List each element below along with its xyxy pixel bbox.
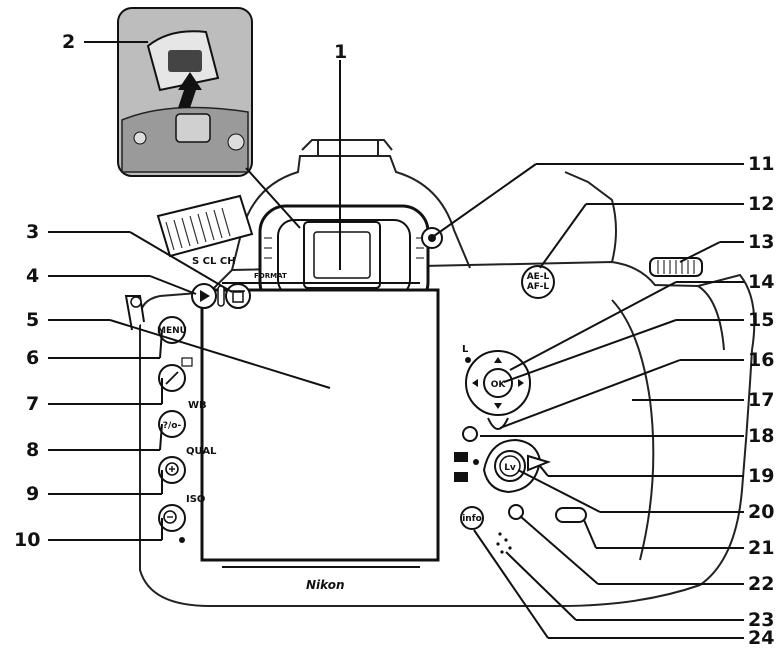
svg-text:?/o-: ?/o- <box>163 421 182 431</box>
leader-lines <box>48 41 744 639</box>
callout-15: 15 <box>748 309 774 331</box>
callout-3: 3 <box>26 221 39 243</box>
svg-text:Lv: Lv <box>504 463 516 473</box>
ambient-light-sensor <box>508 504 524 520</box>
wb-label: WB <box>188 400 207 411</box>
trash-icon <box>232 291 244 303</box>
release-mode-dial: S CL CH <box>156 194 254 267</box>
brand-logo: Nikon <box>306 578 345 592</box>
callout-10: 10 <box>14 529 40 551</box>
memory-card-access-lamp <box>462 426 478 442</box>
prism-housing <box>231 139 471 271</box>
callout-4: 4 <box>26 265 39 287</box>
svg-text:MENU: MENU <box>157 326 187 336</box>
callout-14: 14 <box>748 271 774 293</box>
callout-2: 2 <box>62 31 75 53</box>
callout-1: 1 <box>334 41 347 63</box>
ae-l-af-l-button: AE-L AF-L <box>521 265 555 299</box>
qual-label: QUAL <box>186 446 217 457</box>
callout-11: 11 <box>748 153 774 175</box>
callout-9: 9 <box>26 483 39 505</box>
arrow-left-icon <box>472 379 478 387</box>
strap-hook <box>555 507 587 523</box>
zoom-in-qual-button: QUAL <box>158 446 217 484</box>
zoom-out-iso-button: ISO <box>158 494 205 543</box>
inset-pointer-line <box>245 167 301 229</box>
callout-19: 19 <box>748 465 774 487</box>
arrow-up-icon <box>494 357 502 363</box>
mode-dial-label: S CL CH <box>192 256 236 267</box>
callout-21: 21 <box>748 537 774 559</box>
diopter-adjustment-knob <box>421 227 443 249</box>
arrow-down-icon <box>494 403 502 409</box>
svg-text:AF-L: AF-L <box>527 282 550 292</box>
callout-numbers: 1 2 3 4 5 6 7 8 9 10 11 12 13 14 15 16 1… <box>14 31 774 649</box>
magnify-minus-icon <box>163 510 177 524</box>
format-label: FORMAT <box>254 272 287 280</box>
lock-label: L <box>462 344 469 355</box>
info-button: info <box>460 506 484 530</box>
callout-13: 13 <box>748 231 774 253</box>
delete-button <box>225 283 251 309</box>
protect-icon <box>181 357 193 367</box>
speaker-holes <box>496 532 512 554</box>
camera-icon <box>454 452 468 462</box>
magnify-plus-icon <box>165 462 179 476</box>
callout-16: 16 <box>748 349 774 371</box>
lv-button: Lv <box>494 450 526 482</box>
pencil-icon <box>165 371 179 385</box>
callout-12: 12 <box>748 193 774 215</box>
arrow-right-icon <box>518 379 524 387</box>
callout-7: 7 <box>26 393 39 415</box>
callout-8: 8 <box>26 439 39 461</box>
lamp-slot <box>217 285 225 307</box>
iso-label: ISO <box>186 494 205 505</box>
callout-20: 20 <box>748 501 774 523</box>
callout-17: 17 <box>748 389 774 411</box>
strap-eyelet <box>124 295 145 331</box>
callout-18: 18 <box>748 425 774 447</box>
multi-selector: OK L <box>462 344 531 416</box>
play-icon <box>200 290 210 302</box>
callout-5: 5 <box>26 309 39 331</box>
callout-6: 6 <box>26 347 39 369</box>
main-command-dial <box>649 257 703 277</box>
svg-text:AE-L: AE-L <box>527 272 550 282</box>
callout-22: 22 <box>748 573 774 595</box>
svg-text:info: info <box>462 514 482 524</box>
ok-button: OK <box>491 380 507 390</box>
retouch-protect-button <box>158 357 193 392</box>
lcd-monitor: Nikon <box>200 282 440 592</box>
focus-selector-lock <box>487 417 509 430</box>
eyecup-removal-inset <box>117 7 301 229</box>
movie-icon <box>454 472 468 482</box>
callout-24: 24 <box>748 627 774 646</box>
help-wb-button: ?/o- WB <box>158 400 207 438</box>
playback-button <box>191 283 217 309</box>
callout-23: 23 <box>748 609 774 631</box>
